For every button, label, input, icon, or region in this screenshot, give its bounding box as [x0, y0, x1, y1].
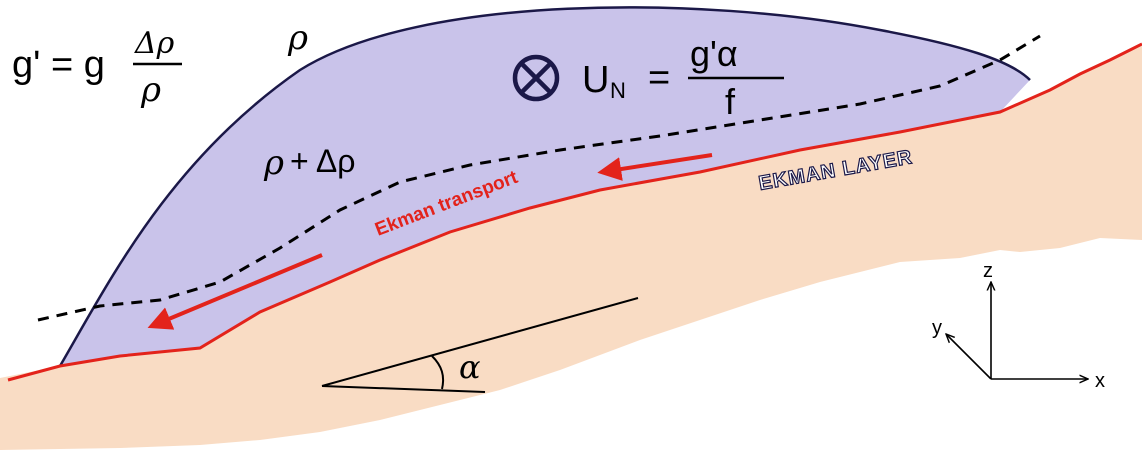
circle-cross-icon	[512, 54, 560, 102]
seabed-line	[7, 42, 1142, 382]
ekman-arrow-lower	[147, 253, 323, 330]
un-denominator: f	[725, 81, 736, 122]
un-equals: =	[648, 57, 670, 99]
current-density-rho: ρ	[263, 143, 284, 183]
un-symbol: U	[582, 59, 609, 101]
slope-angle-label: α	[459, 348, 481, 386]
current-upper-boundary	[58, 6, 1031, 367]
ekman-layer-boundary	[37, 34, 1041, 322]
horizontal-reference-line	[321, 385, 486, 393]
coordinate-axes	[946, 282, 1088, 379]
axis-label-y: y	[932, 317, 942, 339]
un-subscript: N	[610, 78, 626, 103]
slope-reference-line	[321, 297, 639, 387]
angle-arc	[431, 355, 445, 390]
ambient-density-label: ρ	[287, 18, 308, 58]
gprime-numerator: Δρ	[134, 26, 175, 61]
dense-water-current	[60, 7, 1030, 367]
axis-label-z: z	[983, 260, 993, 282]
un-numerator: g'α	[690, 33, 738, 74]
ekman-arrow-upper	[597, 153, 713, 181]
gprime-denominator: ρ	[140, 70, 161, 110]
current-density-rest: + Δρ	[290, 143, 355, 179]
axis-label-x: x	[1095, 370, 1105, 392]
gprime-lhs: g' = g	[12, 44, 105, 86]
seabed	[0, 44, 1142, 450]
